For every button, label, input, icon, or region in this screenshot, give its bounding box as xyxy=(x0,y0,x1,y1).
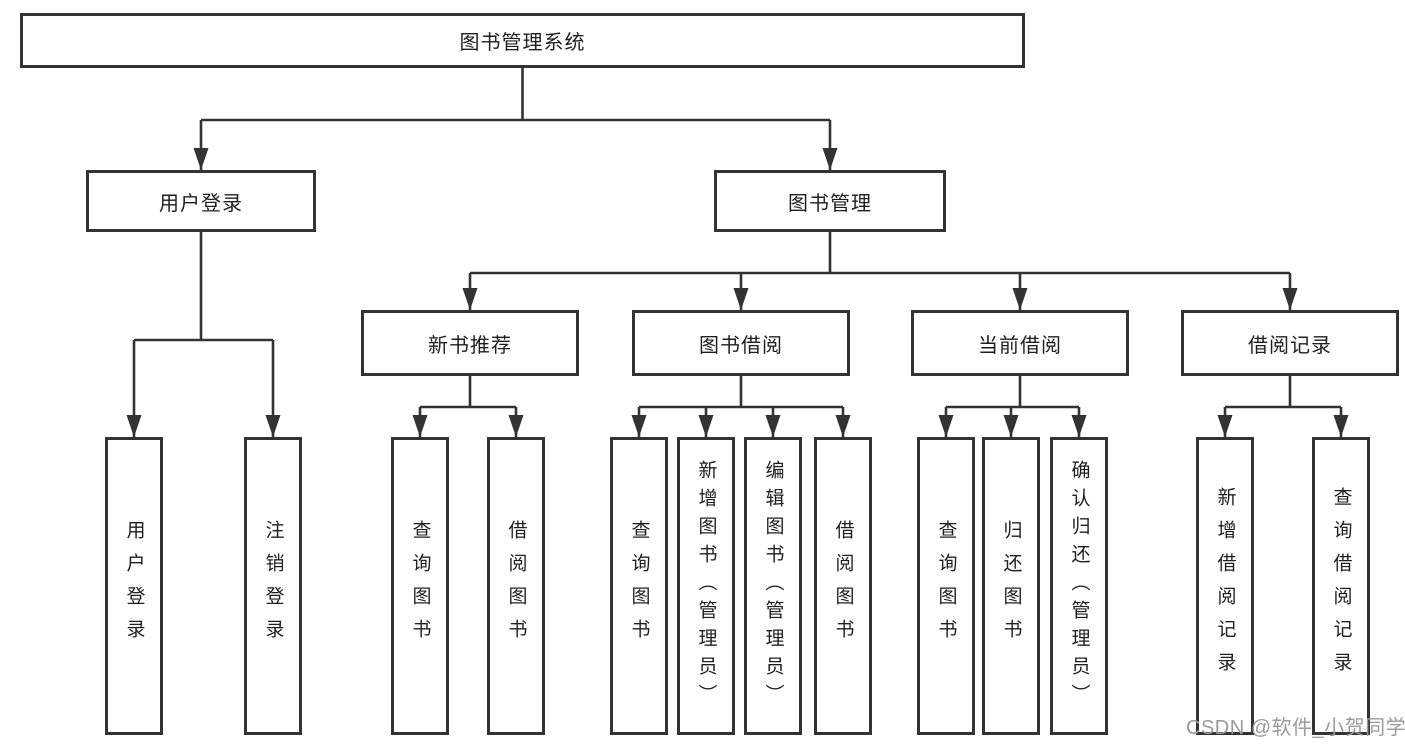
csdn-watermark: CSDN @软件_小贺同学 xyxy=(1186,717,1405,739)
node-borrowing-records-label: 借阅记录 xyxy=(1248,334,1332,357)
leaf-user-login-label: 用户登录 xyxy=(123,520,145,652)
node-new-book-recommendation: 新书推荐 xyxy=(361,310,579,376)
leaf-add-borrow-record-label: 新增借阅记录 xyxy=(1214,487,1236,685)
node-user-login-label: 用户登录 xyxy=(159,192,243,215)
leaf-confirm-return-admin: 确认归还（管理员） xyxy=(1050,437,1108,735)
leaf-query-borrow-record-label: 查询借阅记录 xyxy=(1330,487,1352,685)
leaf-query-books-recommend: 查询图书 xyxy=(391,437,449,735)
node-borrowing-records: 借阅记录 xyxy=(1181,310,1399,376)
leaf-query-borrow-record: 查询借阅记录 xyxy=(1312,437,1370,735)
leaf-edit-books-admin: 编辑图书（管理员） xyxy=(744,437,802,735)
leaf-query-books-borrow: 查询图书 xyxy=(610,437,668,735)
node-current-borrowing: 当前借阅 xyxy=(911,310,1129,376)
node-book-borrowing: 图书借阅 xyxy=(632,310,850,376)
leaf-borrow-books-label: 借阅图书 xyxy=(832,520,854,652)
leaf-query-books-recommend-label: 查询图书 xyxy=(409,520,431,652)
leaf-borrow-books-recommend: 借阅图书 xyxy=(487,437,545,735)
node-current-borrowing-label: 当前借阅 xyxy=(978,334,1062,357)
leaf-add-borrow-record: 新增借阅记录 xyxy=(1196,437,1254,735)
leaf-return-books: 归还图书 xyxy=(982,437,1040,735)
leaf-borrow-books: 借阅图书 xyxy=(814,437,872,735)
node-user-login: 用户登录 xyxy=(86,170,316,232)
leaf-edit-books-admin-label: 编辑图书（管理员） xyxy=(762,460,784,712)
leaf-query-books-current: 查询图书 xyxy=(917,437,975,735)
node-book-borrowing-label: 图书借阅 xyxy=(699,334,783,357)
leaf-logout-label: 注销登录 xyxy=(262,520,284,652)
node-library-management-system-label: 图书管理系统 xyxy=(459,32,586,54)
node-book-management: 图书管理 xyxy=(714,170,946,232)
leaf-query-books-current-label: 查询图书 xyxy=(935,520,957,652)
node-library-management-system: 图书管理系统 xyxy=(20,13,1025,68)
leaf-borrow-books-recommend-label: 借阅图书 xyxy=(505,520,527,652)
leaf-return-books-label: 归还图书 xyxy=(1000,520,1022,652)
leaf-confirm-return-admin-label: 确认归还（管理员） xyxy=(1068,460,1090,712)
node-book-management-label: 图书管理 xyxy=(788,192,872,215)
leaf-logout: 注销登录 xyxy=(244,437,302,735)
leaf-user-login: 用户登录 xyxy=(105,437,163,735)
node-new-book-recommendation-label: 新书推荐 xyxy=(428,334,512,357)
leaf-add-books-admin: 新增图书（管理员） xyxy=(677,437,735,735)
leaf-add-books-admin-label: 新增图书（管理员） xyxy=(695,460,717,712)
leaf-query-books-borrow-label: 查询图书 xyxy=(628,520,650,652)
